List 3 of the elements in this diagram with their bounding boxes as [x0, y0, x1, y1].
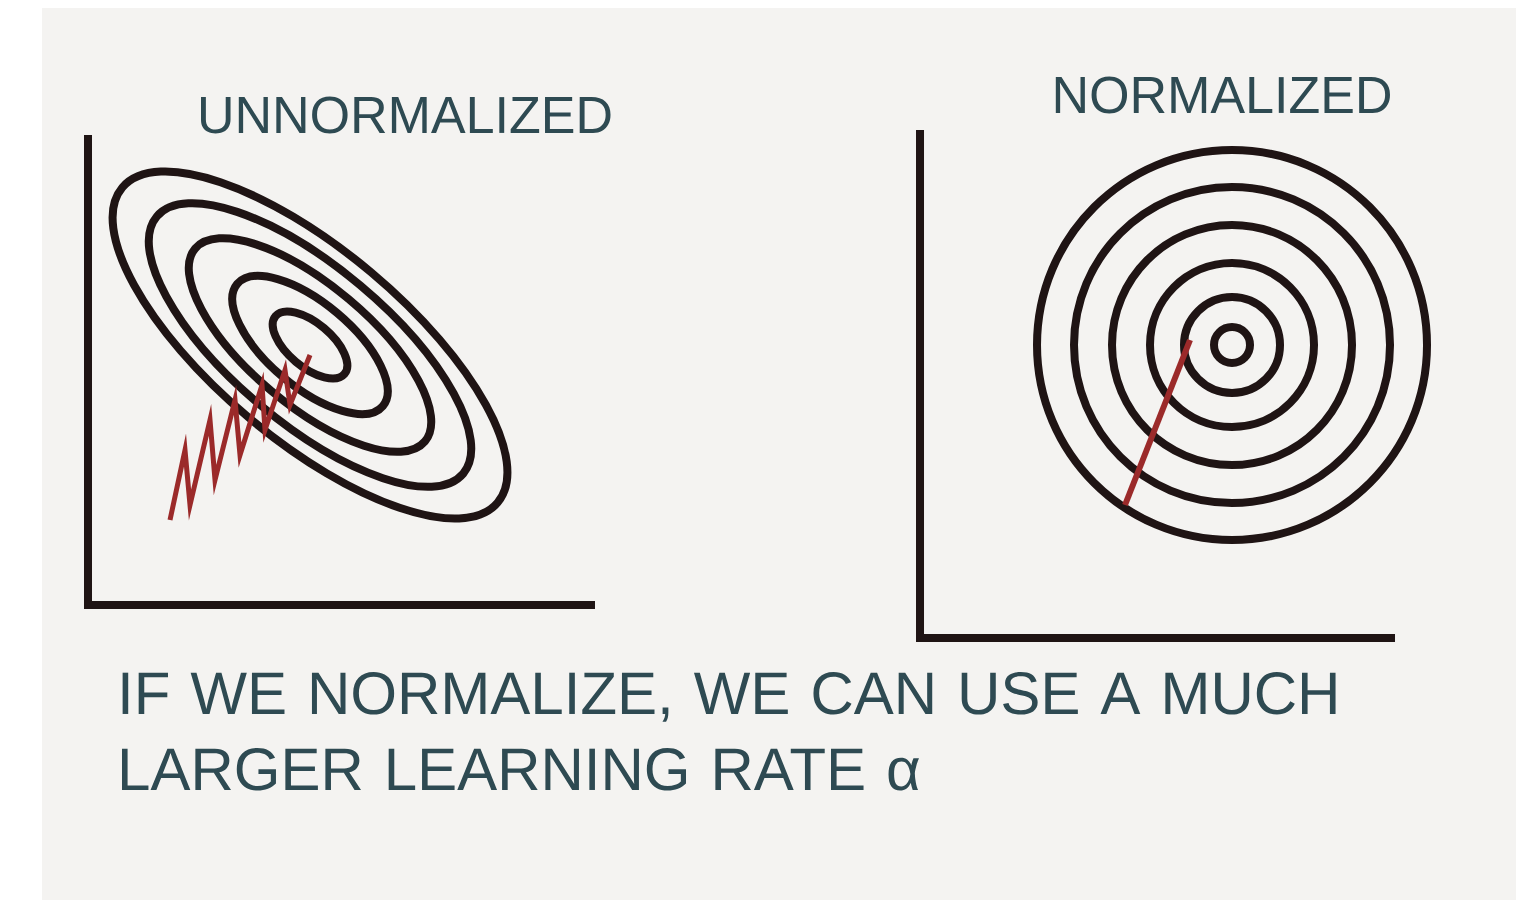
plot-title: NORMALIZED	[1055, 76, 1390, 114]
caption: IF WE NORMALIZE, WE CAN USE A MUCH LARGER LEARNING RATE α	[122, 672, 1336, 791]
plot-title: UNNORMALIZED	[201, 96, 611, 134]
